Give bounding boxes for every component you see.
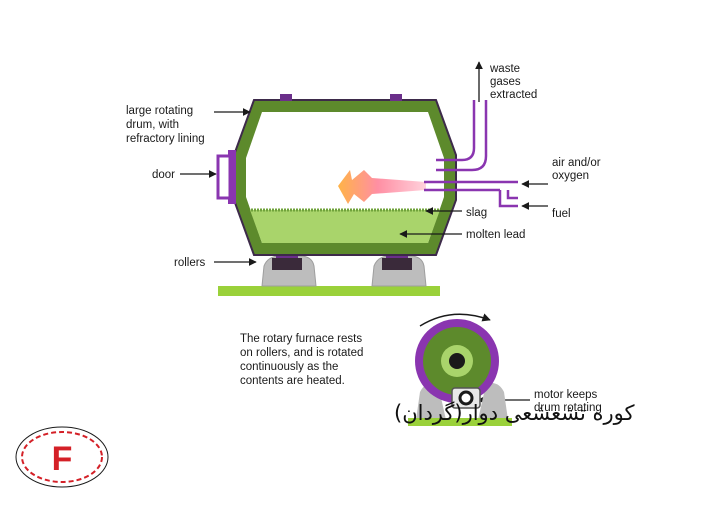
label-fuel: fuel <box>552 208 571 220</box>
molten-lead-pool <box>250 210 440 243</box>
fuel-pipe <box>498 190 518 208</box>
label-motor: motor keeps drum rotating <box>534 389 602 414</box>
furnace-door <box>216 150 236 204</box>
air-pipe <box>424 180 518 192</box>
burner-flame <box>338 170 426 204</box>
furnace-end-view <box>408 313 512 426</box>
label-waste: waste gases extracted <box>489 63 537 101</box>
persian-title: کوره تشعشعی دوار(گردان) <box>394 401 634 425</box>
drum-stud-top-left <box>280 94 292 101</box>
caption: The rotary furnace rests on rollers, and… <box>240 333 367 387</box>
label-rollers: rollers <box>174 257 206 269</box>
logo-letter: F <box>52 440 73 478</box>
label-door: door <box>152 169 175 181</box>
label-drum: large rotating drum, with refractory lin… <box>126 105 205 145</box>
exhaust-pipe <box>436 100 488 172</box>
label-air: air and/or oxygen <box>552 157 604 182</box>
label-slag: slag <box>466 207 487 219</box>
logo: F <box>15 426 109 488</box>
base-platform <box>218 286 440 296</box>
label-molten: molten lead <box>466 229 525 241</box>
drum-stud-top-right <box>390 94 402 101</box>
